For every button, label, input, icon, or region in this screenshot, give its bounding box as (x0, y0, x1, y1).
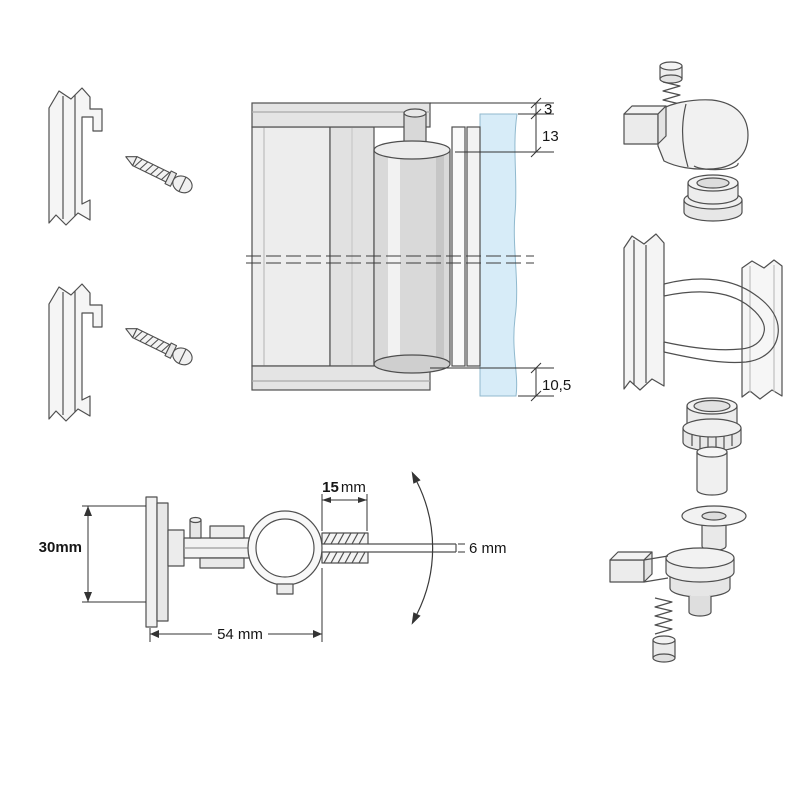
clamp-strap (663, 278, 779, 364)
dim-label-10-5: 10,5 (542, 377, 571, 394)
section-dimensions: 3 13 10,5 (430, 97, 571, 402)
aluminum-profile-bottom (48, 283, 103, 422)
wall-plate-outer (145, 496, 158, 628)
aluminum-profile-top (48, 87, 103, 226)
swing-arc (416, 481, 434, 615)
exploded-bottom-hinge (609, 547, 735, 617)
wood-screw-bottom (121, 320, 196, 369)
dim-label-3: 3 (544, 101, 552, 118)
wall-profiles-figure (48, 87, 196, 422)
glass-clamp-plate (451, 126, 466, 367)
dim-label-6mm: 6 mm (469, 540, 507, 557)
frame-slab-outer (251, 126, 331, 367)
dim-label-54mm: 54 mm (217, 626, 263, 643)
exploded-hinge-body (623, 99, 749, 171)
exploded-adapter (682, 397, 742, 496)
exploded-washer-pin (681, 505, 747, 552)
exploded-top-screw (659, 61, 683, 128)
wall-plate-inner (156, 502, 169, 622)
frame-top-bar (251, 102, 431, 128)
dim-label-13: 13 (542, 128, 559, 145)
arc-arrow-down (411, 612, 421, 625)
exploded-bottom-screw (652, 597, 676, 663)
exploded-parts-figure (609, 61, 783, 663)
bracket-figure (145, 471, 457, 628)
tube-section (741, 259, 783, 400)
glass-clamp-plate (466, 126, 481, 367)
glass-pane (479, 113, 518, 397)
exploded-profile-clamp (623, 233, 783, 400)
wood-screw-top (121, 148, 196, 197)
arc-arrow-up (411, 471, 421, 484)
dim-label-30mm: 30mm (39, 539, 82, 556)
exploded-bushing (683, 174, 743, 222)
bracket-boss (167, 529, 185, 567)
hinge-section-figure (246, 102, 534, 397)
